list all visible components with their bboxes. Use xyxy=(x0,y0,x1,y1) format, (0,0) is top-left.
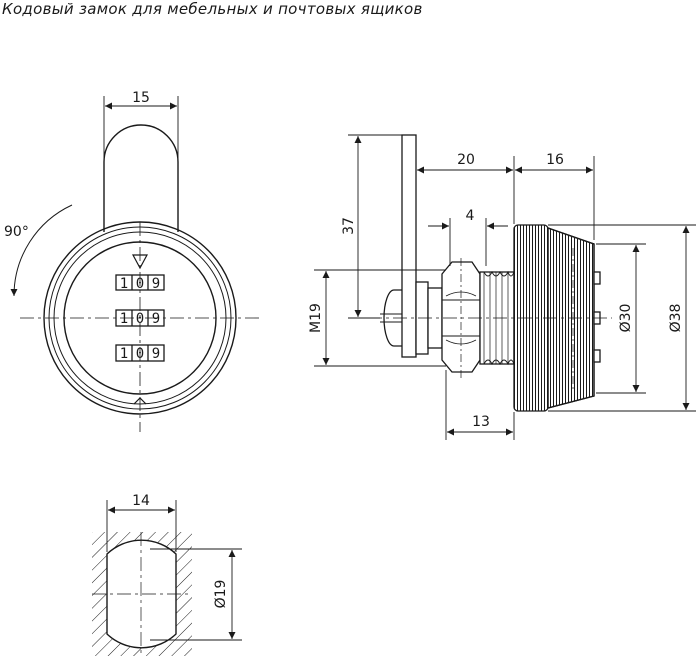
bottom-notch xyxy=(133,397,147,405)
dimension-label: 37 xyxy=(341,217,357,235)
hole-view xyxy=(92,532,192,656)
rotation-arrow xyxy=(10,204,73,297)
front-view xyxy=(10,124,262,432)
dial-digits: 1 0 9 1 0 9 1 0 9 xyxy=(120,276,160,362)
indicator-triangle-icon xyxy=(131,254,149,270)
dimension-top-width xyxy=(103,96,179,160)
dial-row-3[interactable] xyxy=(115,344,165,362)
dial-digit: 0 xyxy=(136,276,144,292)
dial-digit: 0 xyxy=(136,346,144,362)
hole-dimensions xyxy=(106,500,242,641)
dimension-label: 4 xyxy=(466,208,475,224)
dimension-label: 13 xyxy=(472,414,490,430)
dial-peg xyxy=(593,349,601,363)
page-title: Кодовый замок для мебельных и почтовых я… xyxy=(2,0,423,18)
rotation-label: 90° xyxy=(4,224,29,240)
mounting-plate xyxy=(401,134,417,358)
dimension-label: Ø19 xyxy=(213,580,229,609)
dial-peg xyxy=(593,271,601,285)
dial-row-1[interactable] xyxy=(115,274,165,291)
dial-digit: 9 xyxy=(152,346,160,362)
dimension-label: 16 xyxy=(546,152,564,168)
mounting-hole xyxy=(106,539,177,649)
screw-head xyxy=(383,289,402,347)
dimension-label: Ø38 xyxy=(668,304,684,333)
dimension-label: 20 xyxy=(457,152,475,168)
dial-digit: 1 xyxy=(120,276,128,292)
dial-row-2[interactable] xyxy=(115,309,165,327)
side-dimensions xyxy=(314,134,696,440)
dial-digit: 1 xyxy=(120,346,128,362)
dial-digit: 9 xyxy=(152,311,160,327)
dial-digit: 9 xyxy=(152,276,160,292)
dial-digit: 0 xyxy=(136,311,144,327)
dimension-label: Ø30 xyxy=(618,304,634,333)
dial-digit: 1 xyxy=(120,311,128,327)
dimension-label: 14 xyxy=(132,493,150,509)
dimension-label: M19 xyxy=(308,303,324,333)
side-view xyxy=(368,134,612,412)
cam-tongue xyxy=(103,124,179,232)
dimension-label: 15 xyxy=(132,90,150,106)
